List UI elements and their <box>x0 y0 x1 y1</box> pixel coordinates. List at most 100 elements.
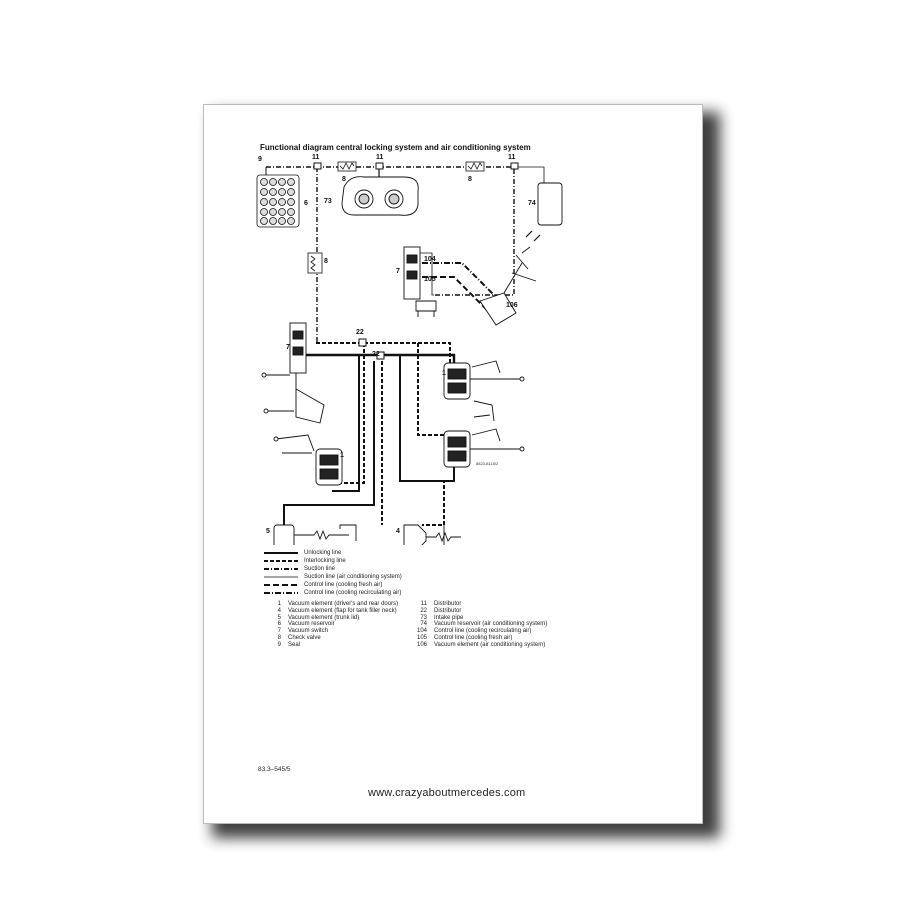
part-row: 73 Intake pipe <box>407 615 547 622</box>
legend-label: Suction line (air conditioning system) <box>304 574 402 580</box>
part-row: 11 Distributor <box>407 601 547 608</box>
part-row: 4 Vacuum element (flap for tank filler ne… <box>261 608 398 615</box>
legend-label: Unlocking line <box>304 550 342 556</box>
part-row: 106 Vacuum element (air conditioning syst… <box>407 642 547 649</box>
callout-22: 22 <box>372 351 380 358</box>
callout-22: 22 <box>356 329 364 336</box>
callout-104: 104 <box>424 256 436 263</box>
part-label: Distributor <box>434 607 462 614</box>
part-label: Control line (cooling recirculating air) <box>434 628 532 635</box>
part-label: Vacuum reservoir (air conditioning syste… <box>434 621 548 628</box>
legend-row: Control line (cooling fresh air) <box>264 581 402 589</box>
part-number: 74 <box>420 621 427 628</box>
figure-reference: 83.3–545/5 <box>258 766 291 773</box>
callout-7: 7 <box>286 344 290 351</box>
part-row: 7 Vacuum switch <box>261 628 398 635</box>
legend-label: Control line (cooling fresh air) <box>304 582 383 588</box>
legend-label: Interlocking line <box>304 558 346 564</box>
legend-swatch <box>264 568 298 570</box>
legend-swatch <box>264 552 298 554</box>
part-label: Vacuum element (flap for tank filler nec… <box>288 607 397 614</box>
callout-1: 1 <box>340 452 344 459</box>
legend-row: Suction line <box>264 565 402 573</box>
part-number: 22 <box>420 607 427 614</box>
vacuum-element-door-left <box>273 434 343 486</box>
interlocking-line-left <box>334 343 365 484</box>
vacuum-reservoir <box>256 174 300 228</box>
control-line-104 <box>422 262 497 298</box>
part-number: 104 <box>416 628 427 635</box>
diagram-title: Functional diagram central locking syste… <box>260 143 531 152</box>
check-valve-c <box>307 252 323 274</box>
part-number: 5 <box>277 614 281 621</box>
legend-row: Unlocking line <box>264 549 402 557</box>
callout-73: 73 <box>324 198 332 205</box>
part-number: 106 <box>416 641 427 648</box>
part-number: 4 <box>277 607 281 614</box>
part-number: 73 <box>420 614 427 621</box>
vacuum-element-filler-flap <box>403 524 461 545</box>
functional-diagram: 8823-8118/2 9118111186737410471051068227… <box>256 154 563 545</box>
intake-pipe <box>341 176 419 216</box>
legend-label: Control line (cooling recirculating air) <box>304 590 402 596</box>
vacuum-switch-ac <box>403 246 437 317</box>
callout-105: 105 <box>424 276 436 283</box>
callout-9: 9 <box>258 156 262 163</box>
vacuum-reservoir-ac <box>537 182 563 226</box>
callout-106: 106 <box>506 302 518 309</box>
part-label: Intake pipe <box>434 614 464 621</box>
vacuum-element-trunk <box>273 524 357 545</box>
legend-row: Interlocking line <box>264 557 402 565</box>
unlocking-line-left <box>332 355 360 492</box>
part-label: Check valve <box>288 634 321 641</box>
callout-1: 1 <box>442 370 446 377</box>
suction-line-ac <box>514 166 545 183</box>
legend-label: Suction line <box>304 566 336 572</box>
control-line-105 <box>422 276 489 312</box>
callout-6: 6 <box>304 200 308 207</box>
legend-swatch <box>264 560 298 562</box>
source-url: www.crazyaboutmercedes.com <box>368 787 526 799</box>
part-number: 7 <box>277 628 281 635</box>
legend-swatch <box>264 584 298 586</box>
part-number: 105 <box>416 634 427 641</box>
distributor-22-a <box>358 338 367 347</box>
callout-74: 74 <box>528 200 536 207</box>
interlocking-line-branch <box>400 480 445 526</box>
part-number: 8 <box>277 634 281 641</box>
part-label: Vacuum element (air conditioning system) <box>434 641 546 648</box>
callout-11: 11 <box>312 154 320 161</box>
vacuum-switch-central <box>261 322 325 424</box>
part-row: 104 Control line (cooling recirculating a… <box>407 628 547 635</box>
check-valve-b <box>465 161 485 172</box>
callout-5: 5 <box>266 528 270 535</box>
callout-8: 8 <box>468 176 472 183</box>
callout-11: 11 <box>508 154 516 161</box>
vacuum-element-door-right-upper <box>443 360 525 422</box>
callout-11: 11 <box>376 154 384 161</box>
callout-8: 8 <box>324 258 328 265</box>
legend-row: Suction line (air conditioning system) <box>264 573 402 581</box>
suction-line-top <box>266 166 515 296</box>
part-number: 11 <box>420 601 427 607</box>
part-label: Vacuum element (driver's and rear doors) <box>288 601 399 607</box>
part-label: Seal <box>288 641 301 648</box>
part-label: Distributor <box>434 601 462 607</box>
part-label: Vacuum switch <box>288 628 328 635</box>
part-row: 8 Check valve <box>261 635 398 642</box>
distributor-22-b <box>376 351 385 360</box>
vacuum-element-ac <box>479 230 541 326</box>
interlocking-line-right <box>417 343 452 436</box>
figure-code: 8823-8118/2 <box>476 461 499 466</box>
distributor-11-c <box>510 162 519 170</box>
part-number: 6 <box>277 621 281 628</box>
